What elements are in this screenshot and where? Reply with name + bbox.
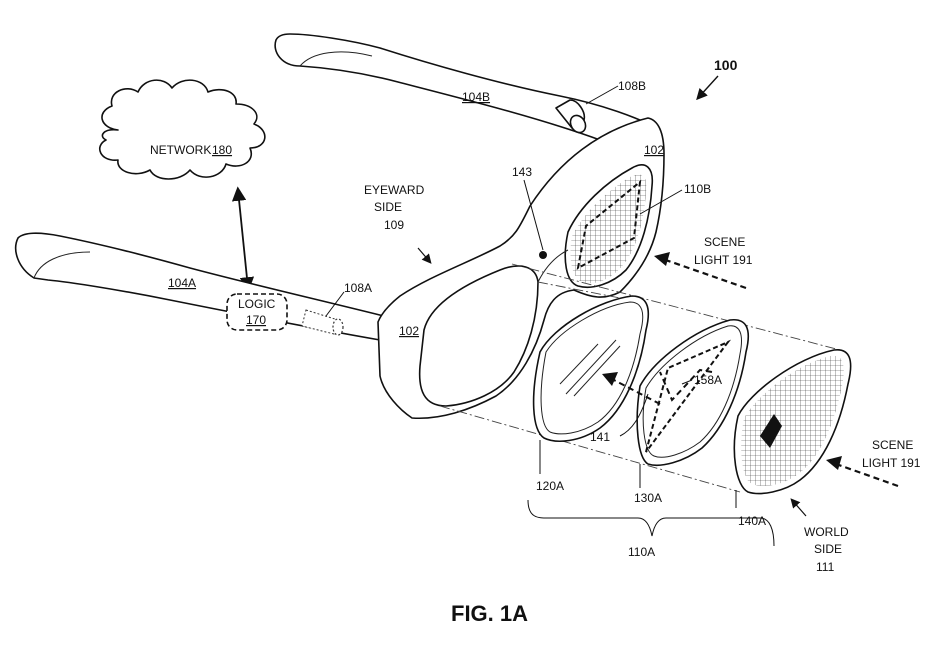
temple-a-label: 104A (168, 276, 196, 290)
lens-110b-grid (570, 174, 647, 284)
sensor-143-dot (539, 251, 547, 259)
scene-top-label-1: SCENE (704, 235, 745, 249)
network-cloud (98, 79, 266, 180)
scene-top-arrow-line (659, 256, 747, 290)
world-label-3: 111 (816, 560, 835, 574)
scene-top-label-2: LIGHT 191 (694, 253, 753, 267)
network-label: NETWORK (150, 143, 211, 157)
sensor-108b (555, 99, 587, 134)
lens-b-label: 110B (684, 182, 711, 196)
sensor-b-label: 108B (618, 79, 646, 93)
network-number: 180 (212, 143, 232, 157)
sensor-a-label: 108A (344, 281, 372, 295)
world-label-2: SIDE (814, 542, 842, 556)
scene-bottom-arrow-line (835, 462, 899, 488)
eyeward-label-2: SIDE (374, 200, 402, 214)
ray-141-arrowhead (602, 372, 618, 386)
logic-number: 170 (246, 313, 266, 327)
ray-141-path (659, 368, 713, 402)
frame-right-label: 102 (644, 143, 664, 157)
lens-130a (636, 319, 750, 466)
network-logic-arrow (231, 186, 255, 292)
ref-100-arrow (696, 75, 719, 101)
figure-title: FIG. 1A (451, 601, 528, 626)
leader-158a (681, 379, 693, 385)
leader-110b (639, 189, 683, 215)
sensor-108a (301, 309, 344, 336)
ref-141-label: 141 (590, 430, 610, 444)
eyeward-label-3: 109 (384, 218, 404, 232)
frame-left-label: 102 (399, 324, 419, 338)
lens-110b-dashed-region (576, 179, 642, 270)
leader-143 (523, 179, 544, 251)
leader-108b (585, 85, 619, 105)
world-arrow (790, 498, 807, 517)
lens-130a-label: 130A (634, 491, 662, 505)
ref-158a-label: 158A (694, 373, 722, 387)
scene-top-arrowhead (654, 252, 670, 266)
ref-110a-label: 110A (628, 545, 655, 559)
construction-lines (439, 263, 841, 493)
lens-120a (532, 295, 650, 442)
temple-b-label: 104B (462, 90, 490, 104)
eyeward-arrow (417, 247, 432, 264)
leader-108a (325, 291, 345, 317)
world-label-1: WORLD (804, 525, 849, 539)
scene-bottom-label-1: SCENE (872, 438, 913, 452)
logic-label: LOGIC (238, 297, 276, 311)
sensor-143-label: 143 (512, 165, 532, 179)
lens-120a-label: 120A (536, 479, 564, 493)
temple-b (274, 33, 661, 155)
lens-140a-label: 140A (738, 514, 766, 528)
bracket-110a (527, 499, 775, 547)
scene-bottom-label-2: LIGHT 191 (862, 456, 921, 470)
logic-box (226, 293, 288, 331)
leader-141 (619, 393, 649, 437)
scene-bottom-arrowhead (826, 456, 842, 470)
figure-ref-number: 100 (714, 57, 738, 73)
lens-140a (733, 349, 852, 495)
eyeward-label-1: EYEWARD (364, 183, 425, 197)
